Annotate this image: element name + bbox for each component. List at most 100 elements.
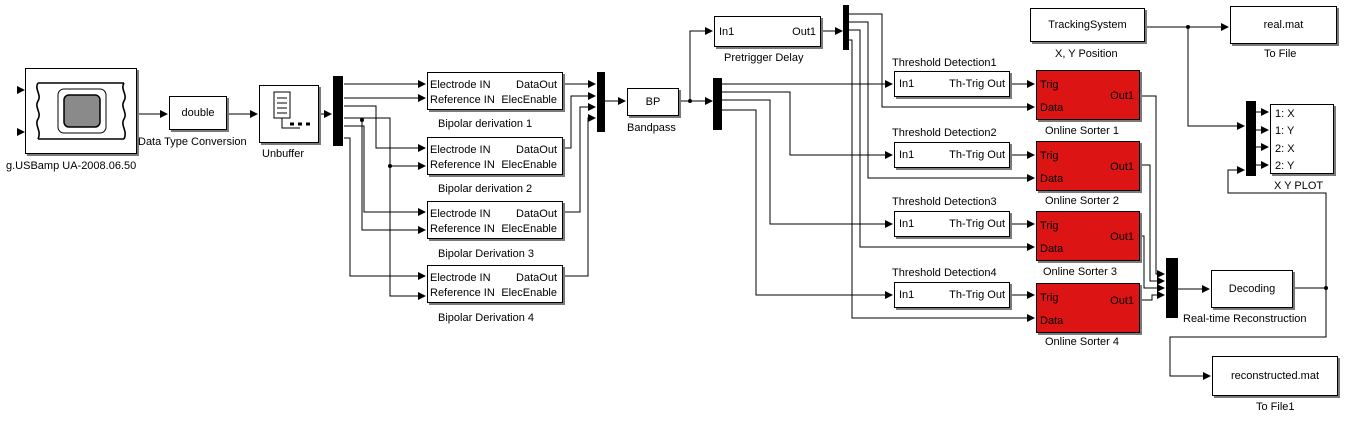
threshold2-title: Threshold Detection2 (892, 127, 997, 139)
online-sorter-2-block[interactable]: Trig Data Out1 (1036, 141, 1140, 191)
threshold3-in: In1 (899, 218, 915, 230)
online-sorter-3-block[interactable]: Trig Data Out1 (1036, 211, 1140, 261)
bipolar1-in2: Reference IN (430, 94, 495, 106)
sorter1-out: Out1 (1110, 90, 1134, 102)
reconmat-caption: To File1 (1256, 401, 1295, 413)
sorter3-caption: Online Sorter 3 (1043, 266, 1117, 278)
dtc-caption: Data Type Conversion (138, 136, 247, 148)
demux-bar-pretrigger[interactable] (843, 5, 849, 50)
sorter4-trig: Trig (1040, 292, 1059, 304)
bipolar4-in1: Electrode IN (430, 272, 491, 284)
threshold4-in: In1 (899, 289, 915, 301)
tracking-caption: X, Y Position (1055, 48, 1118, 60)
amplifier-icon (36, 82, 126, 140)
bandpass-label: BP (645, 96, 661, 108)
unbuffer-caption: Unbuffer (262, 148, 304, 160)
threshold-detection-3-block[interactable]: In1 Th-Trig Out (894, 211, 1010, 237)
realmat-label: real.mat (1263, 19, 1304, 31)
sorter2-trig: Trig (1040, 150, 1059, 162)
buffer-icon (273, 91, 310, 129)
usbamp-caption: g.USBamp UA-2008.06.50 (6, 160, 137, 172)
reconmat-label: reconstructed.mat (1230, 370, 1320, 382)
xyplot-port-2x: 2: X (1275, 143, 1295, 155)
xyplot-port-2y: 2: Y (1275, 160, 1295, 172)
bipolar3-caption: Bipolar Derivation 3 (438, 248, 534, 260)
bipolar3-out1: DataOut (516, 208, 557, 220)
sorter2-out: Out1 (1110, 161, 1134, 173)
threshold-detection-1-block[interactable]: In1 Th-Trig Out (894, 71, 1010, 97)
sorter4-data: Data (1040, 315, 1064, 327)
realmat-caption: To File (1264, 48, 1297, 60)
dtc-label: double (181, 107, 215, 119)
bipolar4-in2: Reference IN (430, 287, 495, 299)
sorter2-data: Data (1040, 173, 1064, 185)
online-sorter-4-block[interactable]: Trig Data Out1 (1036, 283, 1140, 333)
bipolar1-out1: DataOut (516, 79, 557, 91)
pretrigger-delay-block[interactable]: In1 Out1 (714, 16, 821, 47)
decoding-label: Decoding (1228, 283, 1276, 295)
unbuffer-block[interactable] (259, 85, 319, 143)
sorter1-caption: Online Sorter 1 (1045, 125, 1119, 137)
demux-bar-bandpass[interactable] (713, 78, 722, 130)
xyplot-port-1x: 1: X (1275, 108, 1295, 120)
threshold-detection-2-block[interactable]: In1 Th-Trig Out (894, 142, 1010, 168)
threshold1-title: Threshold Detection1 (892, 57, 997, 69)
xyplot-port-1y: 1: Y (1275, 125, 1295, 137)
online-sorter-1-block[interactable]: Trig Data Out1 (1036, 70, 1140, 120)
threshold4-title: Threshold Detection4 (892, 267, 997, 279)
sorter2-caption: Online Sorter 2 (1045, 195, 1119, 207)
bipolar4-out1: DataOut (516, 272, 557, 284)
bipolar1-out2: ElecEnable (501, 94, 557, 106)
mux-bar-xyplot[interactable] (1246, 101, 1256, 176)
tracking-label: TrackingSystem (1048, 19, 1127, 31)
bipolar3-in1: Electrode IN (430, 208, 491, 220)
data-type-conversion-block[interactable]: double (169, 96, 227, 130)
reconstructed-mat-to-file-block[interactable]: reconstructed.mat (1212, 356, 1338, 396)
threshold2-out: Th-Trig Out (949, 149, 1005, 161)
sorter3-out: Out1 (1110, 231, 1134, 243)
bipolar2-caption: Bipolar derivation 2 (438, 183, 533, 195)
bipolar2-out2: ElecEnable (501, 159, 557, 171)
xy-plot-block[interactable]: 1: X 1: Y 2: X 2: Y (1270, 104, 1334, 174)
bipolar1-caption: Bipolar derivation 1 (438, 118, 533, 130)
demux-bar-unbuffer[interactable] (333, 76, 343, 146)
bipolar4-out2: ElecEnable (501, 287, 557, 299)
mux-bar-bipolar[interactable] (597, 72, 605, 132)
bipolar1-in1: Electrode IN (430, 79, 491, 91)
bipolar-derivation-3-block[interactable]: Electrode IN Reference IN DataOut ElecEn… (427, 201, 563, 239)
bipolar2-in1: Electrode IN (430, 144, 491, 156)
threshold1-in: In1 (899, 78, 915, 90)
sorter3-trig: Trig (1040, 220, 1059, 232)
bandpass-block[interactable]: BP (627, 88, 679, 116)
bipolar2-in2: Reference IN (430, 159, 495, 171)
sorter4-caption: Online Sorter 4 (1045, 336, 1119, 348)
tracking-system-block[interactable]: TrackingSystem (1030, 8, 1145, 42)
sorter4-out: Out1 (1110, 295, 1134, 307)
threshold3-title: Threshold Detection3 (892, 196, 997, 208)
mux-bar-sorters[interactable] (1166, 258, 1178, 318)
bipolar2-out1: DataOut (516, 144, 557, 156)
bandpass-caption: Bandpass (627, 122, 676, 134)
threshold1-out: Th-Trig Out (949, 78, 1005, 90)
sorter1-trig: Trig (1040, 79, 1059, 91)
bipolar-derivation-4-block[interactable]: Electrode IN Reference IN DataOut ElecEn… (427, 265, 563, 303)
threshold-detection-4-block[interactable]: In1 Th-Trig Out (894, 282, 1010, 308)
bipolar3-out2: ElecEnable (501, 223, 557, 235)
bipolar-derivation-2-block[interactable]: Electrode IN Reference IN DataOut ElecEn… (427, 137, 563, 175)
usbamp-block[interactable] (25, 68, 137, 154)
real-mat-to-file-block[interactable]: real.mat (1230, 6, 1337, 44)
decoding-block[interactable]: Decoding (1211, 270, 1293, 308)
bipolar3-in2: Reference IN (430, 223, 495, 235)
sorter3-data: Data (1040, 243, 1064, 255)
threshold3-out: Th-Trig Out (949, 218, 1005, 230)
threshold4-out: Th-Trig Out (949, 289, 1005, 301)
bipolar4-caption: Bipolar Derivation 4 (438, 312, 534, 324)
bipolar-derivation-1-block[interactable]: Electrode IN Reference IN DataOut ElecEn… (427, 72, 563, 110)
sorter1-data: Data (1040, 102, 1064, 114)
decoding-caption: Real-time Reconstruction (1183, 313, 1307, 325)
pretrigger-in: In1 (719, 26, 735, 38)
xyplot-caption: X Y PLOT (1274, 180, 1324, 192)
threshold2-in: In1 (899, 149, 915, 161)
pretrigger-out: Out1 (792, 26, 816, 38)
